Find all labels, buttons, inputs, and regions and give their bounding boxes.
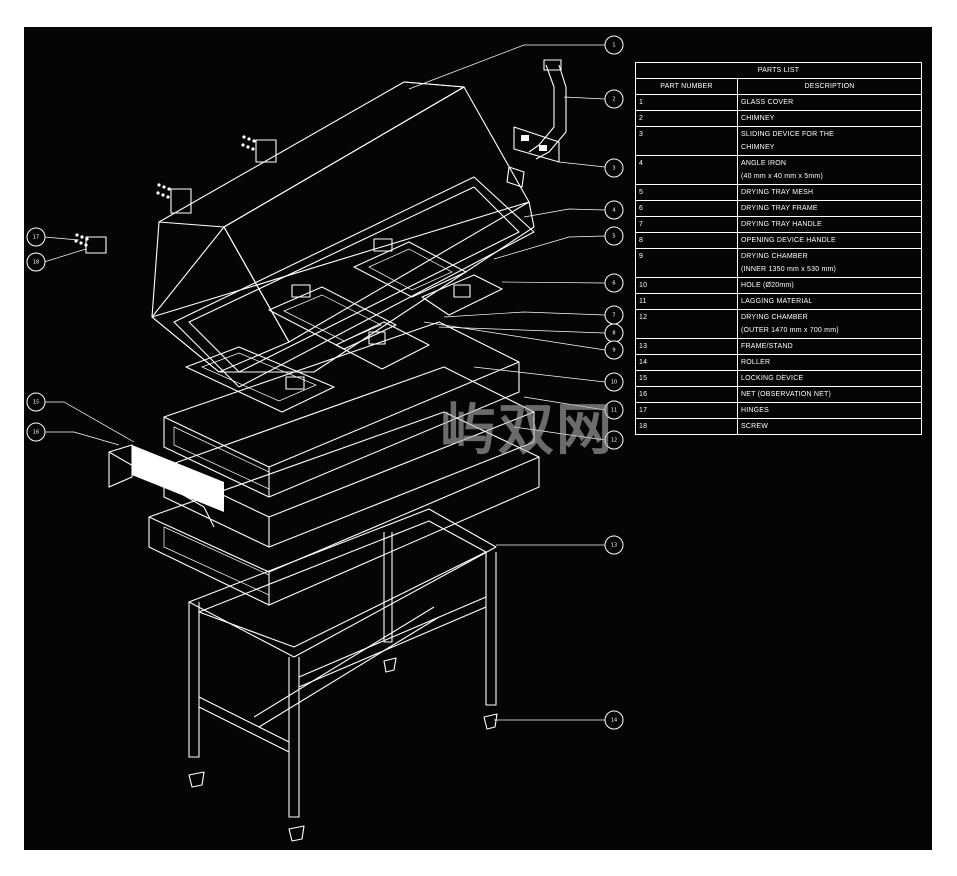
svg-text:14: 14 (611, 718, 617, 724)
svg-text:10: 10 (611, 380, 617, 386)
glass-cover (151, 81, 535, 373)
leader-lines (43, 44, 606, 721)
svg-text:9: 9 (612, 348, 615, 354)
chimney (506, 59, 567, 188)
drying-chamber-base (148, 411, 540, 606)
header-description: DESCRIPTION (737, 78, 922, 95)
hinge-group-left (74, 233, 107, 254)
angle-iron-frame (173, 176, 535, 388)
svg-text:7: 7 (612, 313, 615, 319)
callout-bubbles: 1 2 3 4 5 6 7 8 9 10 11 12 13 14 15 16 1… (26, 35, 624, 730)
drying-chamber-inner (163, 321, 520, 498)
svg-text:6: 6 (612, 281, 615, 287)
svg-text:11: 11 (611, 408, 617, 414)
frame-stand (188, 508, 497, 818)
svg-text:4: 4 (612, 208, 615, 214)
svg-text:1: 1 (612, 43, 615, 49)
svg-text:17: 17 (33, 235, 39, 241)
header-part-number: PART NUMBER (635, 78, 738, 95)
svg-text:16: 16 (33, 430, 39, 436)
hinge-group-top (241, 135, 277, 163)
rollers (188, 657, 498, 842)
observation-net (108, 444, 224, 528)
svg-text:5: 5 (612, 234, 615, 240)
hinge-group-mid (156, 183, 192, 214)
svg-text:12: 12 (611, 438, 617, 444)
drying-trays (185, 238, 503, 413)
svg-text:3: 3 (612, 166, 615, 172)
svg-text:8: 8 (612, 331, 615, 337)
svg-text:18: 18 (33, 260, 39, 266)
parts-list-title: PARTS LIST (635, 62, 922, 79)
svg-text:15: 15 (33, 400, 39, 406)
exploded-assembly-drawing: 1 2 3 4 5 6 7 8 9 10 11 12 13 14 15 16 1… (26, 35, 624, 842)
watermark: 屿双网 (440, 398, 614, 463)
svg-text:13: 13 (611, 543, 617, 549)
svg-text:2: 2 (612, 97, 615, 103)
drawing-sheet: 1 2 3 4 5 6 7 8 9 10 11 12 13 14 15 16 1… (24, 27, 932, 850)
